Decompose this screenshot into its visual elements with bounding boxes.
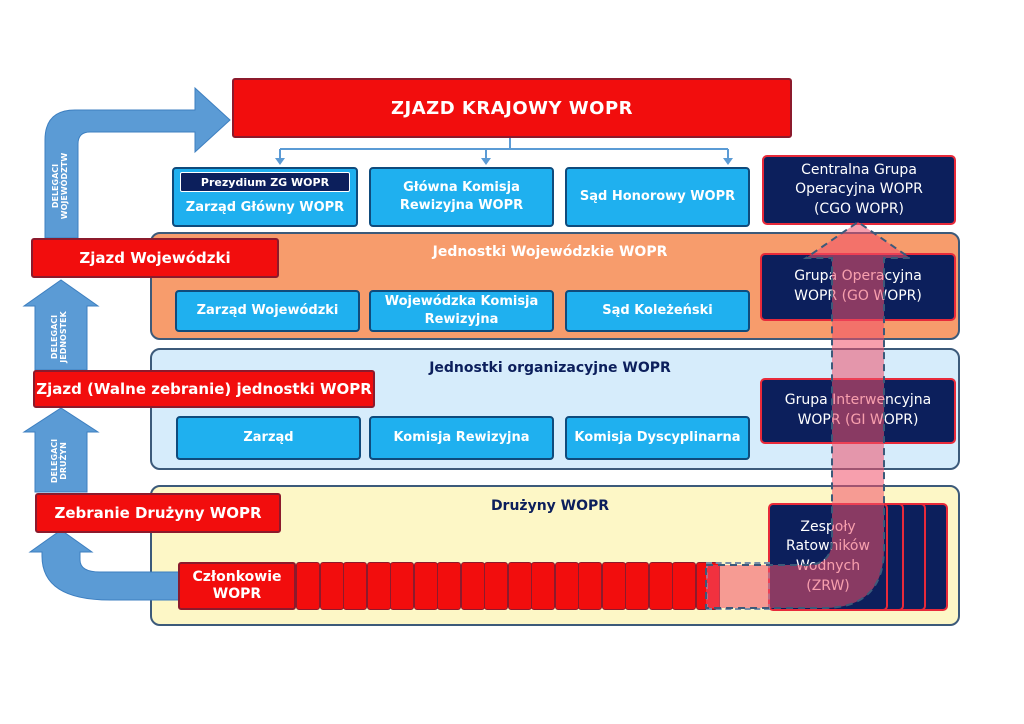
zarzad-wojewodzki-box: Zarząd Wojewódzki xyxy=(175,290,360,332)
gi-line2: WOPR (GI WOPR) xyxy=(797,412,919,428)
member-cell xyxy=(601,562,626,610)
wojewodzka-komisja-line2: Rewizyjna xyxy=(424,312,499,327)
cgo-line3: (CGO WOPR) xyxy=(813,200,905,217)
members-dashed-outline xyxy=(706,562,770,610)
glowna-komisja-line1: Główna Komisja xyxy=(403,180,520,196)
zrw-line4: (ZRW) xyxy=(806,577,850,594)
zarzad-label: Zarząd xyxy=(243,430,294,446)
komisja-rewizyjna-box: Komisja Rewizyjna xyxy=(369,416,554,460)
komisja-rewizyjna-label: Komisja Rewizyjna xyxy=(393,430,530,446)
czlonkowie-box: Członkowie WOPR xyxy=(178,562,296,610)
delegation-arrows xyxy=(22,86,231,601)
gi-box: Grupa Interwencyjna WOPR (GI WOPR) xyxy=(760,378,956,444)
komisja-dyscyplinarna-label: Komisja Dyscyplinarna xyxy=(574,430,741,446)
member-cell xyxy=(413,562,438,610)
sad-honorowy-label: Sąd Honorowy WOPR xyxy=(579,189,736,205)
glowna-komisja-box: Główna Komisja Rewizyjna WOPR xyxy=(369,167,554,227)
sad-kolezenski-label: Sąd Koleżeński xyxy=(602,303,713,319)
go-line2: WOPR (GO WOPR) xyxy=(794,288,922,304)
member-cell xyxy=(507,562,532,610)
zjazd-krajowy-title: ZJAZD KRAJOWY WOPR xyxy=(390,97,634,119)
member-cell xyxy=(319,562,344,610)
cgo-box: Centralna Grupa Operacyjna WOPR (CGO WOP… xyxy=(762,155,956,225)
zjazd-wojewodzki-label: Zjazd Wojewódzki xyxy=(79,249,231,267)
prezydium-box: Prezydium ZG WOPR xyxy=(180,172,350,192)
glowna-komisja-line2: Rewizyjna WOPR xyxy=(399,198,524,213)
arrow-to-zjazd-krajowy xyxy=(44,86,231,239)
member-cell xyxy=(578,562,602,610)
panel-title-organizacyjne: Jednostki organizacyjne WOPR xyxy=(429,360,671,376)
cgo-line1: Centralna Grupa xyxy=(801,161,917,178)
zrw-line2: Ratowników xyxy=(786,538,870,555)
prezydium-label: Prezydium ZG WOPR xyxy=(200,175,330,189)
go-box: Grupa Operacyjna WOPR (GO WOPR) xyxy=(760,253,956,321)
member-cell xyxy=(531,562,555,610)
arrow-to-zebranie-druzyny xyxy=(28,529,181,601)
member-cell xyxy=(390,562,414,610)
wojewodzka-komisja-box: Wojewódzka Komisja Rewizyjna xyxy=(369,290,554,332)
go-line1: Grupa Operacyjna xyxy=(794,268,922,285)
zarzad-box: Zarząd xyxy=(176,416,361,460)
cgo-line2: Operacyjna WOPR xyxy=(795,181,923,198)
zebranie-druzyny-label: Zebranie Drużyny WOPR xyxy=(54,504,262,522)
members-row xyxy=(296,562,720,610)
member-cell xyxy=(296,562,320,610)
zrw-box: Zespoły Ratowników Wodnych (ZRW) xyxy=(768,503,888,611)
arrow-to-zjazd-jednostki xyxy=(22,407,100,493)
member-cell xyxy=(625,562,649,610)
zjazd-wojewodzki-box: Zjazd Wojewódzki xyxy=(31,238,279,278)
zarzad-glowny-label: Zarząd Główny WOPR xyxy=(185,200,345,216)
connector-lines xyxy=(275,138,733,165)
wojewodzka-komisja-line1: Wojewódzka Komisja xyxy=(384,294,539,310)
zebranie-druzyny-box: Zebranie Drużyny WOPR xyxy=(35,493,281,533)
member-cell xyxy=(554,562,579,610)
zjazd-jednostki-box: Zjazd (Walne zebranie) jednostki WOPR xyxy=(33,370,375,408)
member-cell xyxy=(366,562,391,610)
member-cell xyxy=(672,562,696,610)
member-cell xyxy=(648,562,673,610)
member-cell xyxy=(437,562,461,610)
sad-kolezenski-box: Sąd Koleżeński xyxy=(565,290,750,332)
member-cell xyxy=(343,562,367,610)
sad-honorowy-box: Sąd Honorowy WOPR xyxy=(565,167,750,227)
komisja-dyscyplinarna-box: Komisja Dyscyplinarna xyxy=(565,416,750,460)
panel-title-druzyny: Drużyny WOPR xyxy=(490,498,610,514)
zrw-line3: Wodnych xyxy=(795,558,861,574)
czlonkowie-line2: WOPR xyxy=(212,586,262,602)
panel-title-wojewodzkie: Jednostki Wojewódzkie WOPR xyxy=(432,244,668,260)
czlonkowie-line1: Członkowie xyxy=(192,568,282,585)
zrw-line1: Zespoły xyxy=(800,518,856,535)
arrow-to-zjazd-wojewodzki xyxy=(22,279,100,371)
zarzad-wojewodzki-label: Zarząd Wojewódzki xyxy=(196,303,339,319)
member-cell xyxy=(484,562,508,610)
gi-line1: Grupa Interwencyjna xyxy=(784,392,932,409)
zjazd-jednostki-label: Zjazd (Walne zebranie) jednostki WOPR xyxy=(36,380,372,398)
member-cell xyxy=(460,562,485,610)
zjazd-krajowy-box: ZJAZD KRAJOWY WOPR xyxy=(232,78,792,138)
